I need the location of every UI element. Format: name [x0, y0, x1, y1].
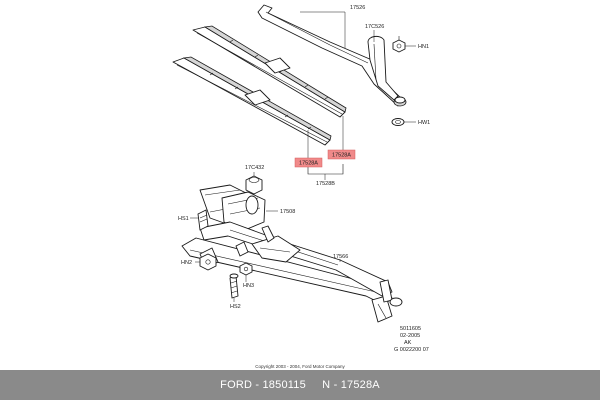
- nut-hn3[interactable]: [239, 262, 253, 276]
- part-number-bar: FORD - 1850115 N - 17528A: [0, 370, 600, 400]
- label-hn2[interactable]: HN2: [181, 260, 192, 266]
- highlight-17528a-right: [327, 149, 356, 160]
- info-line-4: G 0022200 07: [394, 347, 429, 353]
- label-hs1[interactable]: HS1: [178, 216, 189, 222]
- nut-hn2[interactable]: [199, 253, 217, 271]
- label-17c526[interactable]: 17C526: [365, 24, 384, 30]
- label-17c432[interactable]: 17C432: [245, 165, 264, 171]
- nut-hn1[interactable]: [392, 36, 406, 53]
- copyright-notice: Copyright 2003 - 2004, Ford Motor Compan…: [255, 364, 345, 369]
- label-17528a-left[interactable]: 17528A: [299, 161, 318, 167]
- bolt-hs2[interactable]: [229, 273, 239, 299]
- info-line-3: AK: [404, 340, 412, 346]
- label-17526[interactable]: 17526: [350, 5, 365, 11]
- wiper-arm[interactable]: [257, 4, 407, 107]
- label-17528a-right[interactable]: 17528A: [332, 153, 351, 159]
- label-17528b[interactable]: 17528B: [316, 181, 335, 187]
- info-line-2: 02-2005: [400, 333, 420, 339]
- label-hn1[interactable]: HN1: [418, 44, 429, 50]
- label-hs2[interactable]: HS2: [230, 304, 241, 310]
- grommet-17c432[interactable]: [245, 175, 263, 195]
- wiper-motor[interactable]: [199, 184, 266, 233]
- label-hn3[interactable]: HN3: [243, 283, 254, 289]
- wiper-blade-lower[interactable]: [172, 56, 332, 146]
- wiper-blade-upper[interactable]: [192, 25, 347, 118]
- info-line-1: 5011605: [400, 326, 421, 332]
- label-17508[interactable]: 17508: [280, 209, 295, 215]
- highlight-17528a-left: [294, 157, 323, 168]
- label-17566[interactable]: 17566: [333, 254, 348, 260]
- washer-hw1[interactable]: [391, 118, 405, 126]
- part-number-text: FORD - 1850115 N - 17528A: [220, 379, 380, 391]
- diagram-info-block: 5011605 02-2005 AK G 0022200 07: [394, 326, 429, 353]
- leader-lines: [190, 11, 416, 302]
- wiper-linkage[interactable]: [181, 221, 403, 323]
- bolt-hs1[interactable]: [197, 209, 209, 231]
- label-hw1[interactable]: HW1: [418, 120, 430, 126]
